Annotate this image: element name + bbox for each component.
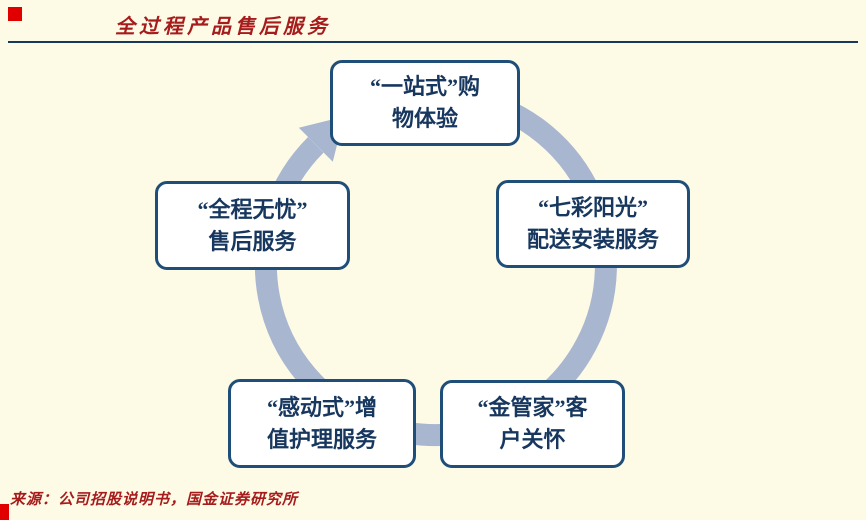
cycle-node-lower-left: “感动式”增 值护理服务: [228, 379, 416, 468]
cycle-node-upper-left: “全程无忧” 售后服务: [155, 181, 350, 270]
title-divider: [8, 41, 858, 43]
node-text-line: 售后服务: [208, 228, 297, 254]
node-text-line: “全程无忧”: [197, 196, 308, 222]
cycle-node-upper-right: “七彩阳光” 配送安装服务: [496, 180, 690, 268]
node-text-line: 户关怀: [499, 427, 566, 452]
node-text-line: 值护理服务: [266, 426, 377, 452]
node-text-line: “一站式”购: [369, 74, 480, 100]
node-text-line: “感动式”增: [266, 394, 377, 420]
node-text-line: 配送安装服务: [526, 227, 659, 252]
red-corner-mark-top: [8, 7, 22, 21]
figure-title: 全过程产品售后服务: [115, 16, 331, 38]
cycle-node-top: “一站式”购 物体验: [330, 60, 520, 146]
node-text-line: “金管家”客: [477, 395, 588, 421]
red-corner-mark-bottom: [0, 504, 9, 520]
source-note: 来源：公司招股说明书，国金证券研究所: [10, 492, 299, 508]
cycle-node-lower-right: “金管家”客 户关怀: [440, 380, 625, 468]
node-text-line: 物体验: [391, 106, 458, 131]
node-text-line: “七彩阳光”: [537, 195, 648, 221]
